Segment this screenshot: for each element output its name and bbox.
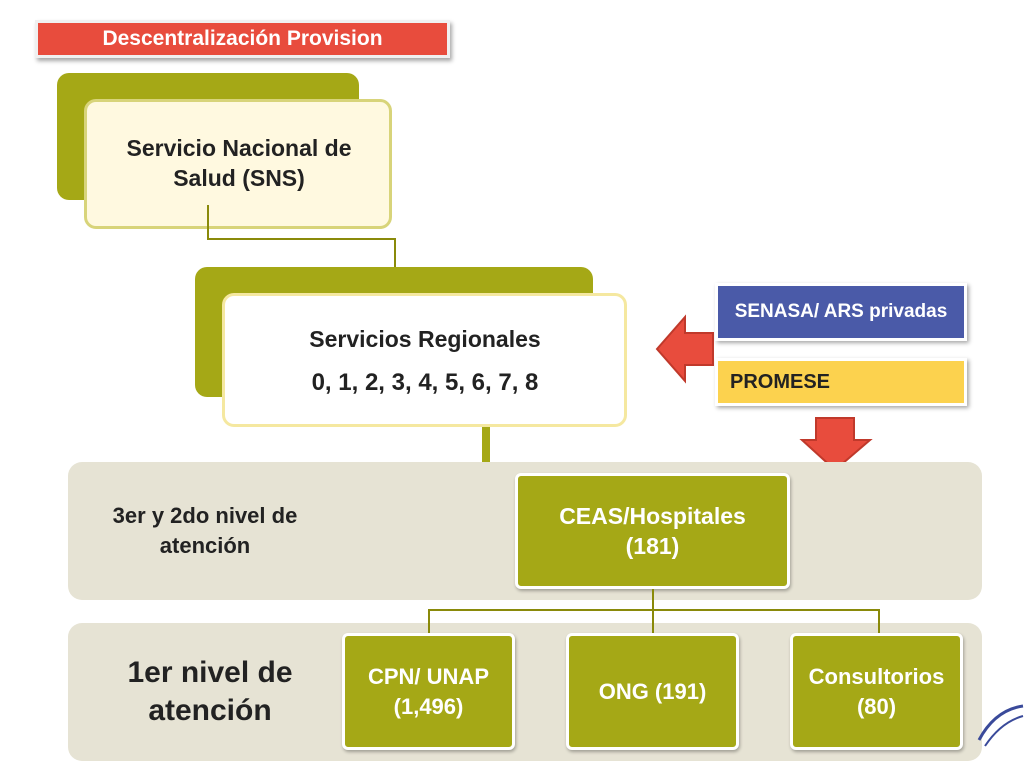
consultorios-node: Consultorios (80)	[790, 633, 963, 750]
arrow-left-icon	[655, 314, 714, 384]
arrow-down-icon	[799, 417, 873, 472]
decorative-swoosh-icon	[977, 704, 1024, 747]
connector-line	[878, 609, 880, 635]
cpn-unap-node: CPN/ UNAP (1,496)	[342, 633, 515, 750]
connector-line	[207, 205, 209, 240]
connector-line	[428, 609, 880, 611]
senasa-box: SENASA/ ARS privadas	[715, 283, 967, 341]
ceas-hospitales-node: CEAS/Hospitales (181)	[515, 473, 790, 589]
sns-card	[84, 99, 392, 229]
promese-box: PROMESE	[715, 358, 967, 406]
sns-label: Servicio Nacional de Salud (SNS)	[126, 135, 352, 191]
regional-numbers: 0, 1, 2, 3, 4, 5, 6, 7, 8	[311, 369, 539, 396]
ong-node: ONG (191)	[566, 633, 739, 750]
connector-line	[428, 609, 430, 635]
connector-line	[652, 609, 654, 635]
connector-line	[207, 238, 396, 240]
connector-line	[482, 427, 490, 463]
connector-line	[394, 238, 396, 268]
level-primary-label: 1er nivel de atención	[127, 656, 293, 727]
regional-label: Servicios Regionales	[309, 325, 541, 352]
page-title: Descentralización Provision	[35, 20, 450, 58]
regional-card	[222, 293, 627, 427]
connector-line	[652, 589, 654, 611]
level-secondary-label: 3er y 2do nivel de atención	[112, 503, 298, 558]
